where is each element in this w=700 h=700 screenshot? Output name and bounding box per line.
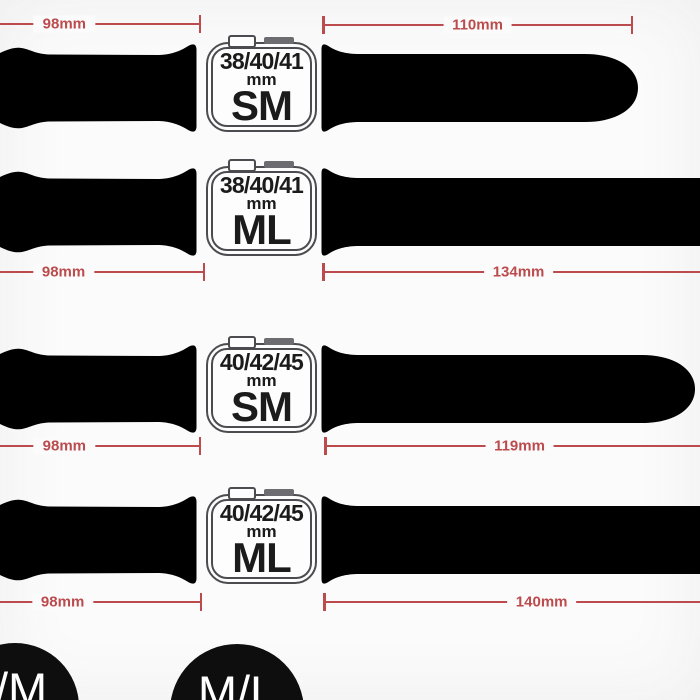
band-pin-strap	[321, 44, 638, 132]
dimension-tail-row4: 98mm	[0, 593, 202, 611]
dimension-tick	[199, 593, 202, 611]
unit-label: mm	[246, 521, 277, 541]
dimension-tick	[630, 16, 633, 34]
dimension-label: 134mm	[483, 263, 554, 281]
watch-screen: 38/40/41 mm ML	[211, 171, 312, 251]
band-tail-strap	[0, 345, 197, 433]
watch-case-row1: 38/40/41 mm SM	[206, 35, 317, 132]
dimension-tick	[198, 437, 201, 455]
watch-button-icon	[264, 37, 294, 44]
case-sizes-label: 40/42/45	[219, 499, 304, 526]
size-badge-sm-label: /M	[0, 663, 48, 700]
unit-label: mm	[246, 69, 277, 89]
watch-case-row2: 38/40/41 mm ML	[206, 159, 317, 256]
watch-button-icon	[264, 338, 294, 345]
band-size-label: ML	[232, 533, 292, 581]
band-tail-strap	[0, 44, 197, 132]
case-sizes-label: 38/40/41	[219, 47, 304, 74]
dimension-line	[0, 601, 202, 603]
dimension-tail-row1: 98mm	[0, 15, 201, 33]
case-sizes-label: 40/42/45	[219, 348, 304, 375]
dimension-strap-row4: 140mm	[323, 593, 700, 611]
band-pin-strap	[321, 345, 695, 433]
dimension-label: 98mm	[32, 263, 95, 281]
dimension-tick	[323, 593, 326, 611]
dimension-tick	[324, 437, 327, 455]
band-pin-strap-partial	[356, 655, 700, 700]
band-tail-strap	[0, 168, 197, 256]
unit-label: mm	[246, 370, 277, 390]
watch-button-icon	[264, 489, 294, 496]
dimension-line	[0, 271, 205, 273]
dimension-strap-row2: 134mm	[322, 263, 700, 281]
watch-button-icon	[264, 161, 294, 168]
dimension-strap-row3: 119mm	[324, 437, 700, 455]
case-sizes-label: 38/40/41	[219, 171, 304, 198]
dimension-tail-row2: 98mm	[0, 263, 205, 281]
band-size-label: SM	[231, 382, 293, 430]
band-pin-strap	[321, 168, 700, 256]
dimension-line	[0, 23, 201, 25]
dimension-line	[0, 445, 201, 447]
size-badge-ml-label: M/L	[197, 666, 277, 700]
watch-case-row3: 40/42/45 mm SM	[206, 336, 317, 433]
band-size-label: ML	[232, 205, 292, 253]
unit-label: mm	[246, 193, 277, 213]
dimension-label: 98mm	[33, 15, 95, 33]
band-pin-strap	[321, 496, 700, 584]
watch-screen: 40/42/45 mm SM	[211, 348, 312, 428]
watch-case-row4: 40/42/45 mm ML	[206, 487, 317, 584]
dimension-label: 98mm	[31, 593, 94, 611]
dimension-strap-row1: 110mm	[322, 16, 633, 34]
watch-screen: 40/42/45 mm ML	[211, 499, 312, 579]
dimension-tick	[322, 263, 325, 281]
band-tail-strap	[0, 496, 197, 584]
dimension-label: 140mm	[506, 593, 577, 611]
dimension-tick	[202, 263, 205, 281]
dimension-tail-row3: 98mm	[0, 437, 201, 455]
dimension-label: 110mm	[443, 16, 512, 34]
dimension-tick	[198, 15, 201, 33]
band-size-label: SM	[231, 81, 293, 129]
dimension-label: 119mm	[485, 437, 554, 455]
dimension-tick	[322, 16, 325, 34]
dimension-label: 98mm	[33, 437, 95, 455]
watch-screen: 38/40/41 mm SM	[211, 47, 312, 127]
